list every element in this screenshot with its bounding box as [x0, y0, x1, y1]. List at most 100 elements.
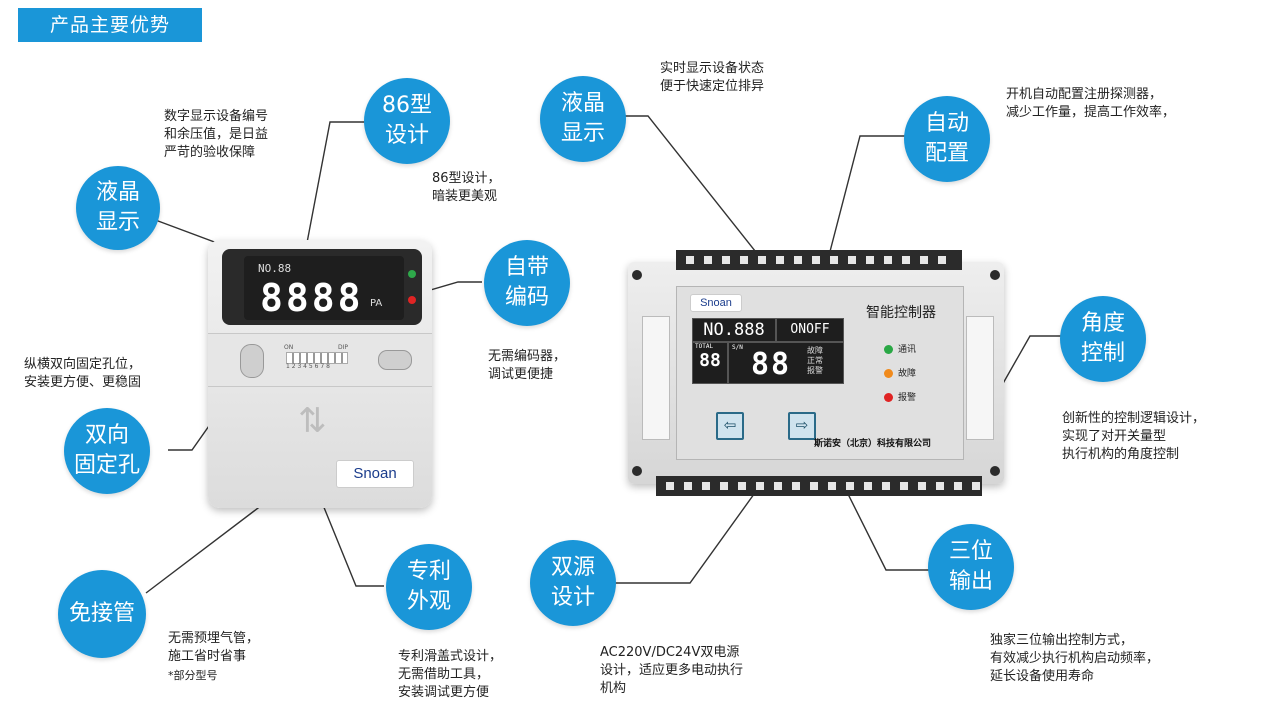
bubble-lcd-left: 液晶 显示: [76, 166, 160, 250]
bubble-line: 固定孔: [73, 453, 140, 478]
bubble-line: 显示: [95, 210, 140, 235]
note-lcd-left: 数字显示设备编号 和余压值，是日益 严苛的验收保障: [164, 109, 269, 160]
terminal-screw-icon: [758, 256, 766, 264]
snoan-logo-right: Snoan: [690, 294, 742, 312]
terminal-screw-icon: [830, 256, 838, 264]
bubble-line: 配置: [924, 141, 969, 166]
bubble-line: 86型: [382, 93, 432, 118]
terminal-screw-icon: [882, 482, 890, 490]
note-patent: 专利滑盖式设计， 无需借助工具， 安装调试更方便: [398, 649, 503, 700]
terminal-screw-icon: [702, 482, 710, 490]
right-side-slot: [966, 316, 994, 440]
sn-value: 88: [751, 347, 792, 382]
left-arrow-button[interactable]: ⇦: [716, 412, 744, 440]
comm-indicator-icon: [884, 345, 893, 354]
green-led-icon: [408, 270, 416, 278]
section-title: 产品主要优势: [18, 8, 202, 42]
bubble-line: 控制: [1080, 341, 1125, 366]
terminal-screw-icon: [954, 482, 962, 490]
bubble-angle: 角度 控制: [1060, 296, 1146, 382]
sensor-number: NO.88: [258, 262, 292, 275]
controller-title: 智能控制器: [866, 305, 936, 321]
dip-switch-bank-icon: [286, 352, 348, 364]
terminal-screw-icon: [792, 482, 800, 490]
note-86-design: 86型设计， 暗装更美观: [432, 171, 501, 204]
terminal-screw-icon: [684, 482, 692, 490]
bubble-line: 液晶: [560, 91, 605, 116]
indicator-label: 报警: [898, 393, 917, 403]
note-fixhole: 纵横双向固定孔位， 安装更方便、更稳固: [24, 357, 142, 390]
note-threepos: 独家三位输出控制方式， 有效减少执行机构启动频率， 延长设备使用寿命: [990, 633, 1160, 684]
dip-on-label: ON: [284, 344, 294, 351]
line-threepos: [841, 481, 930, 571]
bubble-line: 设计: [384, 123, 429, 148]
status-word: 故障: [807, 346, 823, 355]
terminal-screw-icon: [810, 482, 818, 490]
bubble-line: 免接管: [68, 601, 135, 626]
slide-arrows-icon: ⇅: [298, 401, 327, 441]
dip-label: DIP: [337, 344, 348, 351]
status-word: 报警: [807, 366, 823, 375]
screw-icon: [990, 270, 1000, 280]
controller-no-display: NO.888: [692, 318, 776, 342]
terminal-screw-icon: [848, 256, 856, 264]
line-dualpower: [614, 457, 781, 584]
indicator-label: 通讯: [898, 345, 917, 355]
vertical-fix-hole-icon: [240, 344, 264, 378]
status-words: 故障 正常 报警: [807, 346, 823, 376]
horizontal-fix-hole-icon: [378, 350, 412, 370]
terminal-screw-icon: [686, 256, 694, 264]
bubble-lcd-right: 液晶 显示: [540, 76, 626, 162]
note-lcd-right: 实时显示设备状态 便于快速定位排异: [660, 61, 765, 94]
terminal-screw-icon: [920, 256, 928, 264]
terminal-screw-icon: [812, 256, 820, 264]
terminal-screw-icon: [866, 256, 874, 264]
dip-switch: ON DIP 1 2 3 4 5 6 7 8: [284, 344, 350, 372]
controller-onoff-display: ONOFF: [776, 318, 844, 342]
bubble-line: 角度: [1080, 311, 1125, 336]
indicator-label: 故障: [898, 369, 917, 379]
terminal-screw-icon: [938, 256, 946, 264]
bubble-line: 双向: [84, 423, 129, 448]
terminal-screw-icon: [794, 256, 802, 264]
total-value: 88: [699, 350, 721, 371]
bubble-dualpower: 双源 设计: [530, 540, 616, 626]
bubble-line: 液晶: [95, 180, 140, 205]
top-terminal-block: [676, 250, 962, 270]
snoan-logo-left: Snoan: [336, 460, 414, 488]
note-nopipe-footnote: *部分型号: [168, 669, 218, 682]
terminal-screw-icon: [738, 482, 746, 490]
terminal-screw-icon: [936, 482, 944, 490]
terminal-screw-icon: [666, 482, 674, 490]
terminal-screw-icon: [704, 256, 712, 264]
note-encoder: 无需编码器， 调试更便捷: [488, 349, 567, 382]
right-arrow-button[interactable]: ⇨: [788, 412, 816, 440]
dip-numbers: 1 2 3 4 5 6 7 8: [286, 363, 330, 370]
bubble-line: 显示: [560, 121, 605, 146]
sensor-big-digits: 8888: [260, 276, 364, 320]
red-led-icon: [408, 296, 416, 304]
note-nopipe: 无需预埋气管， 施工省时省事: [168, 631, 260, 664]
bubble-fixhole: 双向 固定孔: [64, 408, 150, 494]
terminal-screw-icon: [900, 482, 908, 490]
terminal-screw-icon: [740, 256, 748, 264]
note-dualpower: AC220V/DC24V双电源 设计，适应更多电动执行 机构: [600, 645, 744, 696]
note-angle: 创新性的控制逻辑设计， 实现了对开关量型 执行机构的角度控制: [1062, 411, 1206, 462]
bubble-encoder: 自带 编码: [484, 240, 570, 326]
bubble-line: 编码: [504, 285, 549, 310]
terminal-screw-icon: [774, 482, 782, 490]
terminal-screw-icon: [720, 482, 728, 490]
terminal-screw-icon: [972, 482, 980, 490]
terminal-screw-icon: [722, 256, 730, 264]
terminal-screw-icon: [776, 256, 784, 264]
bubble-86-design: 86型 设计: [364, 78, 450, 164]
sn-label: S/N: [732, 344, 743, 351]
alarm-indicator-icon: [884, 393, 893, 402]
note-autoconf: 开机自动配置注册探测器， 减少工作量，提高工作效率，: [1006, 87, 1176, 120]
fault-indicator-icon: [884, 369, 893, 378]
terminal-screw-icon: [864, 482, 872, 490]
bubble-threepos: 三位 输出: [928, 524, 1014, 610]
bubble-line: 自带: [504, 255, 549, 280]
controller-sn-display: S/N 88 故障 正常 报警: [728, 342, 844, 384]
sensor-unit: PA: [370, 298, 383, 309]
